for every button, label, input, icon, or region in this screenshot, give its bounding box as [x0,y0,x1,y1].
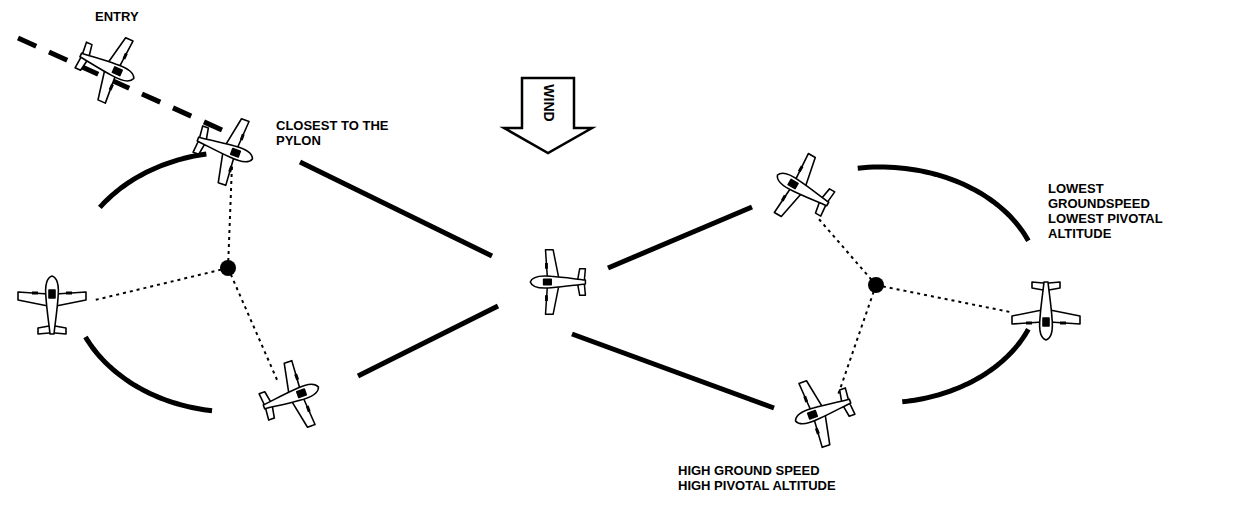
pivot-line [228,165,232,268]
pivot-line [818,218,876,285]
airplane [18,276,86,334]
wind-label: WIND [541,84,556,121]
annotation: HIGH GROUND SPEED HIGH PIVOTAL ALTITUDE [678,463,848,493]
airplane [186,107,264,191]
track-segment [100,154,207,207]
wind-arrow [504,78,592,153]
track-segment [572,334,774,408]
track-segment [902,329,1028,402]
pylon [220,260,236,276]
airplane [784,369,862,453]
annotation: ENTRY [95,9,165,24]
track-segment [858,167,1029,241]
annotation: LOWEST GROUNDSPEED LOWEST PIVOTAL ALTITU… [1048,181,1172,241]
track-segment [85,337,212,411]
track-segment [608,207,752,268]
pivot-line [95,268,228,300]
airplane [530,250,585,315]
airplane [67,24,148,110]
annotation: CLOSEST TO THE PYLON [276,118,394,148]
pivot-lines [95,165,1010,395]
airplane [252,355,330,439]
airplane [1012,282,1080,340]
pivot-line [228,268,278,382]
pivot-line [838,285,876,395]
pylon [868,277,884,293]
ground-track [18,38,1028,411]
track-segment [358,306,498,376]
airplane [760,146,844,234]
pivot-line [876,285,1010,312]
track-segment [300,162,492,256]
